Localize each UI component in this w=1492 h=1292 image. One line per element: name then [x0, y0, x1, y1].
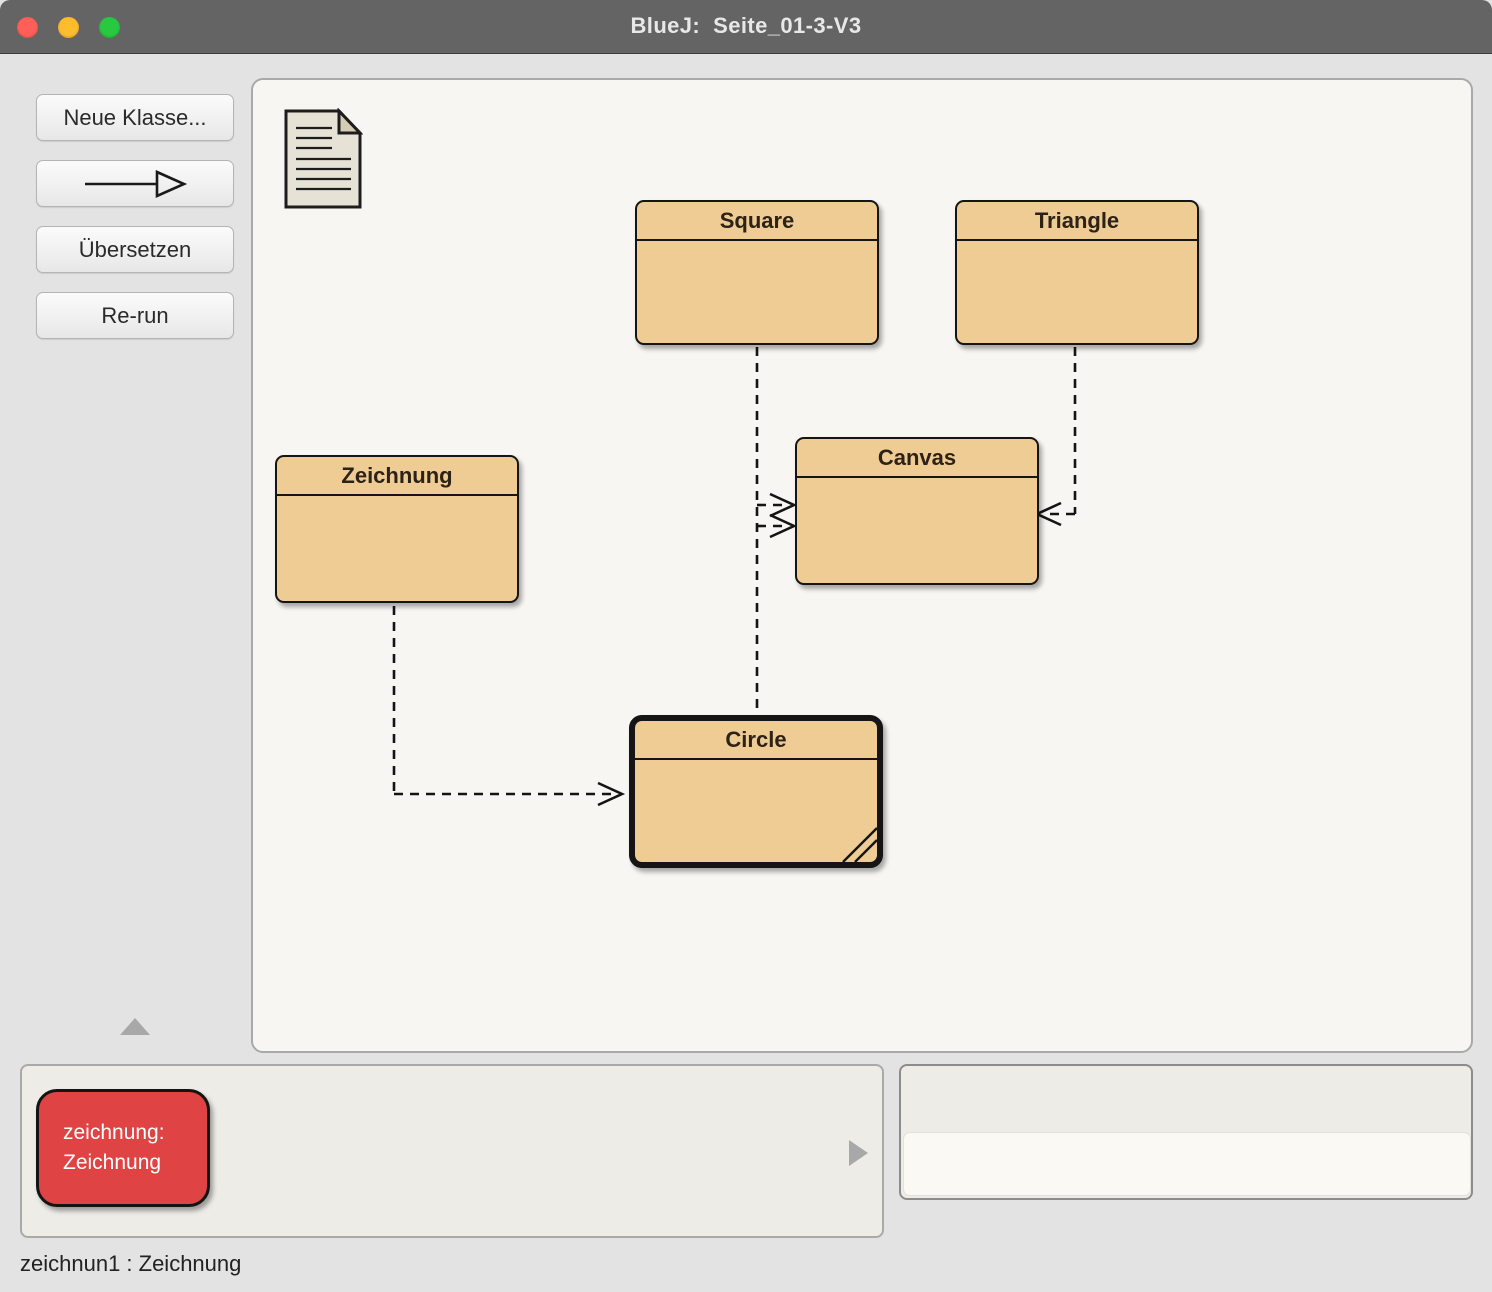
class-box-triangle[interactable]: Triangle — [955, 200, 1199, 345]
object-bench[interactable]: zeichnung: Zeichnung — [20, 1064, 884, 1238]
bench-object-line1: zeichnung: — [63, 1121, 165, 1144]
maximize-button[interactable] — [99, 17, 120, 38]
class-name-canvas: Canvas — [797, 439, 1037, 478]
class-body-triangle — [957, 241, 1197, 343]
new-class-label: Neue Klasse... — [63, 104, 207, 130]
toolbar-sidebar: Neue Klasse... Übersetzen Re-run — [0, 54, 249, 1056]
readme-file-icon[interactable] — [283, 108, 363, 210]
window-title: BlueJ: Seite_01-3-V3 — [630, 13, 862, 38]
class-box-square[interactable]: Square — [635, 200, 879, 345]
class-name-triangle: Triangle — [957, 202, 1197, 241]
close-button[interactable] — [17, 17, 38, 38]
class-name-square: Square — [637, 202, 877, 241]
bench-object-line2: Zeichnung — [63, 1151, 162, 1174]
codepad-input[interactable] — [903, 1132, 1471, 1196]
minimize-button[interactable] — [58, 17, 79, 38]
new-class-button[interactable]: Neue Klasse... — [36, 94, 234, 141]
class-body-canvas — [797, 478, 1037, 583]
class-name-circle: Circle — [635, 721, 877, 760]
compile-button[interactable]: Übersetzen — [36, 226, 234, 273]
rerun-button[interactable]: Re-run — [36, 292, 234, 339]
title-bar: BlueJ: Seite_01-3-V3 — [0, 0, 1492, 54]
codepad-panel[interactable] — [899, 1064, 1473, 1200]
compile-label: Übersetzen — [78, 236, 192, 262]
rerun-label: Re-run — [101, 302, 169, 328]
class-name-zeichnung: Zeichnung — [277, 457, 517, 496]
status-bar: zeichnun1 : Zeichnung — [0, 1240, 1492, 1292]
class-box-circle[interactable]: Circle — [629, 715, 883, 868]
class-diagram-canvas[interactable]: Zeichnung Square Triangle Canvas Circle — [251, 78, 1473, 1053]
class-box-zeichnung[interactable]: Zeichnung — [275, 455, 519, 603]
class-body-square — [637, 241, 877, 343]
status-text: zeichnun1 : Zeichnung — [20, 1251, 242, 1276]
triangle-up-icon[interactable] — [120, 1018, 150, 1035]
new-dependency-button[interactable] — [36, 160, 234, 207]
diagram-surface: Zeichnung Square Triangle Canvas Circle — [253, 80, 1471, 1051]
arrow-right-icon — [84, 169, 187, 198]
class-body-zeichnung — [277, 496, 517, 601]
class-box-canvas[interactable]: Canvas — [795, 437, 1039, 585]
class-body-circle — [635, 760, 877, 862]
bench-object-zeichnung[interactable]: zeichnung: Zeichnung — [36, 1089, 210, 1207]
triangle-right-icon[interactable] — [849, 1140, 868, 1166]
